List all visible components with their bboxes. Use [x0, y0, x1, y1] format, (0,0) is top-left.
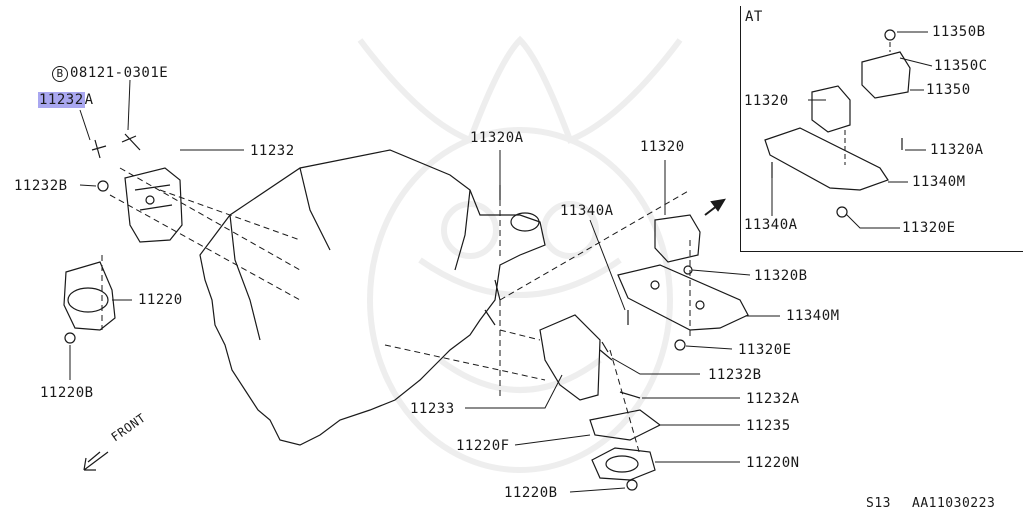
bolt-ref-text: 08121-0301E — [70, 65, 169, 81]
part-11232-highlight-label[interactable]: 11232A — [38, 92, 94, 108]
part-11340m-mid-label[interactable]: 11340M — [786, 308, 840, 324]
inset-at-parts — [764, 29, 911, 218]
part-11220b-left-label[interactable]: 11220B — [40, 385, 94, 401]
bolt-marker-icon: B — [52, 66, 68, 82]
left-mount-parts — [63, 133, 183, 344]
part-11220f-label[interactable]: 11220F — [456, 438, 510, 454]
inset-part-11340a-label[interactable]: 11340A — [744, 217, 798, 233]
part-11320b-label[interactable]: 11320B — [754, 268, 808, 284]
inset-part-11340m-label[interactable]: 11340M — [912, 174, 966, 190]
part-11232-label[interactable]: 11232 — [250, 143, 295, 159]
arrow-to-inset — [704, 198, 726, 216]
highlighted-part-number[interactable]: 11232 — [38, 92, 85, 108]
highlighted-part-suffix: A — [84, 92, 94, 108]
inset-part-11320e-label[interactable]: 11320E — [902, 220, 956, 236]
inset-part-11320a-label[interactable]: 11320A — [930, 142, 984, 158]
engine-outline — [199, 149, 546, 446]
part-11232b-right-label[interactable]: 11232B — [708, 367, 762, 383]
inset-part-11350b-label[interactable]: 11350B — [932, 24, 986, 40]
at-inset-frame — [740, 6, 1023, 252]
inset-part-11350c-label[interactable]: 11350C — [934, 58, 988, 74]
part-11220-label[interactable]: 11220 — [138, 292, 183, 308]
footer-code: AA11030223 — [912, 496, 996, 510]
inset-dashed — [844, 42, 891, 165]
right-crossmember — [617, 214, 749, 331]
leader-lines — [69, 31, 933, 493]
center-mount-parts — [499, 185, 686, 491]
inset-part-11350-label[interactable]: 11350 — [926, 82, 971, 98]
front-arrow — [83, 451, 109, 471]
part-11320a-mid-label[interactable]: 11320A — [470, 130, 524, 146]
part-11320e-mid-label[interactable]: 11320E — [738, 342, 792, 358]
part-11232b-left-label[interactable]: 11232B — [14, 178, 68, 194]
part-11232a-right-label[interactable]: 11232A — [746, 391, 800, 407]
part-11320-mid-label[interactable]: 11320 — [640, 139, 685, 155]
part-11340a-mid-label[interactable]: 11340A — [560, 203, 614, 219]
part-11220b-bottom-label[interactable]: 11220B — [504, 485, 558, 501]
inset-part-11320-label[interactable]: 11320 — [744, 93, 789, 109]
part-11233-label[interactable]: 11233 — [410, 401, 455, 417]
watermark-crest — [357, 35, 683, 473]
inset-title: AT — [745, 9, 763, 25]
part-11235-label[interactable]: 11235 — [746, 418, 791, 434]
footer-section: S13 — [866, 496, 891, 510]
part-11220n-label[interactable]: 11220N — [746, 455, 800, 471]
